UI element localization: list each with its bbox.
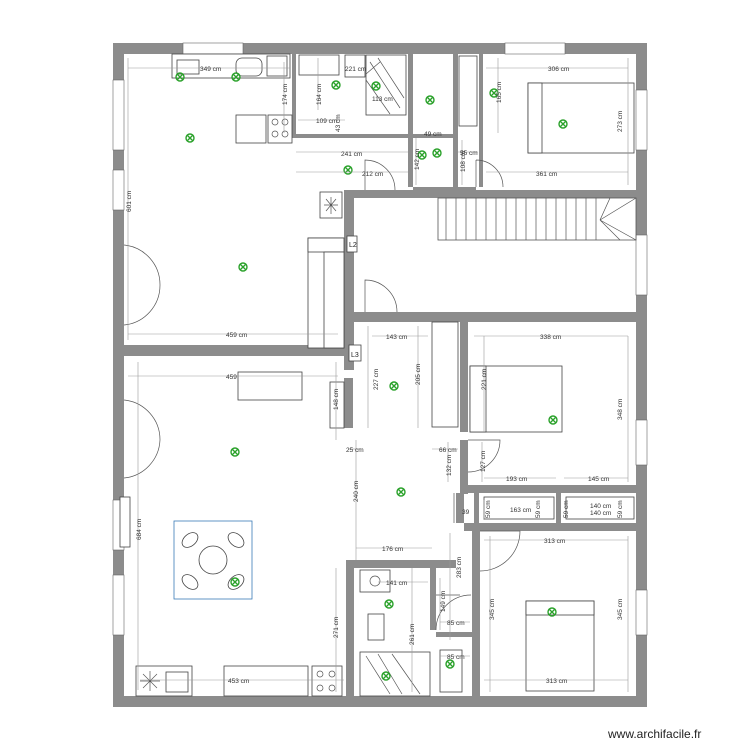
dim-283: 283 cm [456,557,463,578]
dim-143: 143 cm [386,334,407,341]
light-icon [384,599,394,609]
dim-59-b: 59 cm [535,500,542,518]
dim-205: 205 cm [415,364,422,385]
light-icon [432,148,442,158]
dim-85-b: 85 cm [447,654,465,661]
dim-43: 43 cm [335,114,342,132]
dim-361: 361 cm [536,171,557,178]
dimension-texts: 349 cm 174 cm 164 cm 221 cm 113 cm 109 c… [126,66,624,685]
dim-306: 306 cm [548,66,569,73]
dim-453: 453 cm [228,678,249,685]
beds [469,82,635,692]
dimension-lines [127,58,629,692]
dim-261: 261 cm [409,624,416,645]
kitchen-top [171,53,293,144]
dim-140-b: 140 cm [590,510,611,517]
dim-165: 165 cm [496,82,503,103]
kitchen-bottom [135,665,343,697]
light-icon [389,381,399,391]
french-doors [123,244,161,479]
dim-221: 221 cm [345,66,366,73]
living-furniture [307,191,362,362]
dim-66: 66 cm [439,447,457,454]
bathroom-bottom [359,569,463,697]
interior-walls [124,54,636,696]
light-icon [417,150,427,160]
light-fixtures [175,72,568,681]
dim-174: 174 cm [282,84,289,105]
dim-149: 149 cm [440,591,447,612]
dim-241: 241 cm [341,151,362,158]
dim-109: 109 cm [316,118,337,125]
dim-193: 193 cm [506,476,527,483]
dim-55: 55 cm [460,150,478,157]
dining-table [173,520,253,600]
dim-349: 349 cm [200,66,221,73]
dim-39: 39 [462,509,470,516]
staircase [437,197,637,241]
dim-459-upper: 459 cm [226,332,247,339]
dim-140-a: 140 cm [590,503,611,510]
dim-108: 108 cm [460,151,467,172]
light-icon [396,487,406,497]
light-icon [425,95,435,105]
dim-132: 132 cm [446,455,453,476]
dim-163: 163 cm [510,507,531,514]
light-icon [175,72,185,82]
dim-148: 148 cm [333,389,340,410]
dim-176: 176 cm [382,546,403,553]
light-icon [185,133,195,143]
dim-240: 240 cm [353,481,360,502]
dim-25: 25 cm [346,447,364,454]
dim-345-b: 345 cm [617,599,624,620]
light-icon [548,415,558,425]
light-icon [231,72,241,82]
dim-227: 227 cm [373,369,380,390]
dim-59-d: 59 cm [617,500,624,518]
label-l3: L3 [351,352,359,359]
light-icon [547,607,557,617]
dim-145: 145 cm [588,476,609,483]
windows [112,42,648,636]
dim-164: 164 cm [316,84,323,105]
dim-348: 348 cm [617,399,624,420]
dim-141: 141 cm [386,580,407,587]
light-icon [445,659,455,669]
dim-212: 212 cm [362,171,383,178]
dim-49: 49 cm [424,131,442,138]
dim-59-c: 59 cm [563,500,570,518]
bathroom-top [298,54,478,127]
dim-59-a: 59 cm [485,500,492,518]
dim-127: 127 cm [480,451,487,472]
dim-338: 338 cm [540,334,561,341]
dim-313-bottom: 313 cm [546,678,567,685]
lower-sofa [119,371,345,548]
watermark[interactable]: www.archifacile.fr [608,727,702,741]
light-icon [230,577,240,587]
label-l2: L2 [349,242,357,249]
dim-273: 273 cm [617,111,624,132]
dim-271: 271 cm [333,617,340,638]
dim-601: 601 cm [126,191,133,212]
closets [431,321,635,520]
light-icon [331,80,341,90]
dim-345-a: 345 cm [489,599,496,620]
dim-313-top: 313 cm [544,538,565,545]
dim-221-bed: 221 cm [481,369,488,390]
light-icon [558,119,568,129]
dim-142: 142 cm [414,149,421,170]
dim-459-lower: 459 [226,374,237,381]
light-icon [230,447,240,457]
light-icon [371,81,381,91]
dim-684: 684 cm [136,519,143,540]
dim-113: 113 cm [372,96,393,103]
light-icon [238,262,248,272]
light-icon [381,671,391,681]
dim-85-a: 85 cm [447,620,465,627]
